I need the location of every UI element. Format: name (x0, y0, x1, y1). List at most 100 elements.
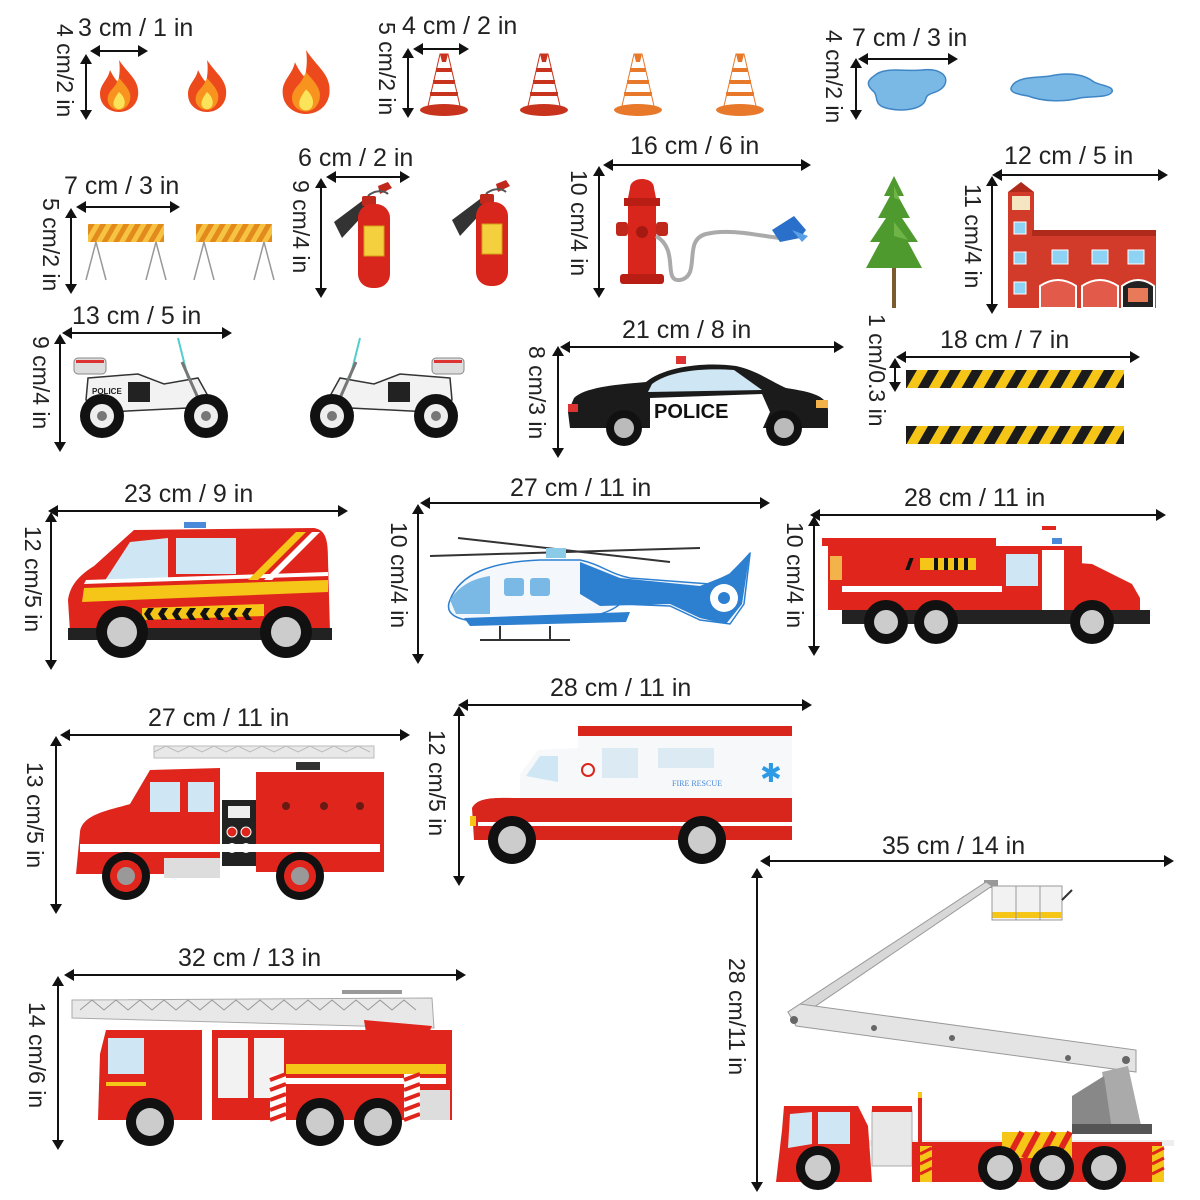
traffic-cone-icon (614, 53, 662, 116)
height-label: 13 cm/5 in (22, 762, 48, 869)
height-arrow (402, 48, 414, 118)
flame-icon (188, 60, 227, 112)
star-of-life-icon: ✱ (760, 759, 782, 789)
height-arrow (80, 54, 92, 120)
height-arrow (850, 58, 862, 120)
width-label: 13 cm / 5 in (72, 302, 202, 330)
height-label: 28 cm/11 in (724, 958, 750, 1076)
fire-extinguisher-icon (334, 182, 392, 288)
width-label: 28 cm / 11 in (550, 674, 692, 702)
height-arrow (751, 868, 763, 1192)
aerial-boom-fire-truck-icon (776, 880, 1174, 1190)
fire-tanker-truck-icon (822, 526, 1150, 644)
height-label: 10 cm/4 in (782, 522, 808, 629)
height-label: 10 cm/4 in (386, 522, 412, 629)
pine-tree-icon (866, 176, 922, 308)
width-arrow (458, 699, 812, 711)
water-puddle-icon (867, 68, 947, 111)
width-label: 6 cm / 2 in (298, 144, 414, 172)
height-label: 4 cm/2 in (821, 30, 847, 124)
height-arrow (552, 346, 564, 458)
police-motorcycle-icon: POLICE (73, 337, 228, 438)
police-text: POLICE (654, 401, 728, 423)
police-helicopter-icon (429, 537, 752, 641)
width-label: 16 cm / 6 in (630, 132, 760, 160)
width-arrow (420, 497, 770, 509)
traffic-cone-icon (520, 53, 568, 116)
width-label: 18 cm / 7 in (940, 326, 1070, 354)
width-label: 27 cm / 11 in (510, 474, 652, 502)
width-arrow (48, 505, 348, 517)
height-label: 10 cm/4 in (566, 170, 592, 277)
height-label: 12 cm/5 in (424, 730, 450, 837)
width-arrow (60, 729, 410, 741)
width-label: 23 cm / 9 in (124, 480, 254, 508)
height-label: 14 cm/6 in (24, 1002, 50, 1109)
fire-pumper-truck-icon (76, 745, 384, 900)
height-label: 11 cm/4 in (960, 184, 986, 289)
width-arrow (62, 327, 232, 339)
flame-icon (100, 60, 139, 112)
hazard-strip (906, 370, 1124, 388)
fire-rescue-ambulance-icon: FIRE RESCUE ✱ (470, 726, 792, 864)
width-arrow (326, 171, 410, 183)
width-arrow (896, 351, 1140, 363)
height-arrow (593, 166, 605, 298)
height-label: 9 cm/4 in (288, 180, 314, 274)
width-label: 32 cm / 13 in (178, 944, 322, 972)
height-label: 4 cm/2 in (52, 24, 78, 118)
police-text: POLICE (92, 387, 122, 396)
height-label: 9 cm/4 in (28, 336, 54, 430)
height-label: 8 cm/3 in (524, 346, 550, 440)
fire-station-icon (1008, 182, 1156, 309)
height-arrow (52, 976, 64, 1150)
width-label: 3 cm / 1 in (78, 14, 194, 42)
width-arrow (603, 159, 811, 171)
width-label: 28 cm / 11 in (904, 484, 1046, 512)
height-arrow (412, 504, 424, 664)
height-arrow (54, 334, 66, 452)
height-arrow (986, 176, 998, 314)
width-arrow (90, 45, 148, 57)
water-puddle-icon (1010, 73, 1113, 102)
width-arrow (413, 43, 469, 55)
width-label: 27 cm / 11 in (148, 704, 290, 732)
width-arrow (858, 53, 958, 65)
height-arrow (45, 512, 57, 670)
height-arrow (808, 516, 820, 656)
ladder-fire-truck-icon (71, 990, 452, 1146)
height-label: 12 cm/5 in (20, 526, 46, 633)
height-label: 1 cm/0.3 in (864, 314, 890, 427)
fire-rescue-text: FIRE RESCUE (672, 779, 722, 788)
height-arrow (315, 178, 327, 298)
width-label: 7 cm / 3 in (852, 24, 968, 52)
height-arrow (65, 208, 77, 294)
traffic-cone-icon (420, 53, 468, 116)
width-label: 21 cm / 8 in (622, 316, 752, 344)
width-arrow (992, 169, 1168, 181)
width-arrow (64, 969, 466, 981)
width-label: 4 cm / 2 in (402, 12, 518, 40)
width-label: 7 cm / 3 in (64, 172, 180, 200)
traffic-cone-icon (716, 53, 764, 116)
width-arrow (810, 509, 1166, 521)
height-label: 5 cm/2 in (38, 198, 64, 292)
fire-hydrant-icon (616, 179, 808, 284)
height-arrow (50, 736, 62, 914)
height-arrow (889, 358, 901, 392)
width-arrow (760, 855, 1174, 867)
width-label: 35 cm / 14 in (882, 832, 1026, 860)
hazard-strip (906, 426, 1124, 444)
flame-icon (282, 50, 330, 114)
road-barricade-icon (193, 224, 275, 281)
fire-rescue-van-icon (68, 522, 332, 658)
height-label: 5 cm/2 in (374, 22, 400, 116)
police-car-icon: POLICE (568, 356, 828, 446)
width-arrow (560, 341, 844, 353)
road-barricade-icon (85, 224, 167, 281)
police-motorcycle-icon (310, 337, 465, 438)
width-label: 12 cm / 5 in (1004, 142, 1134, 170)
height-arrow (453, 706, 465, 886)
fire-extinguisher-icon (452, 180, 510, 286)
width-arrow (76, 201, 180, 213)
